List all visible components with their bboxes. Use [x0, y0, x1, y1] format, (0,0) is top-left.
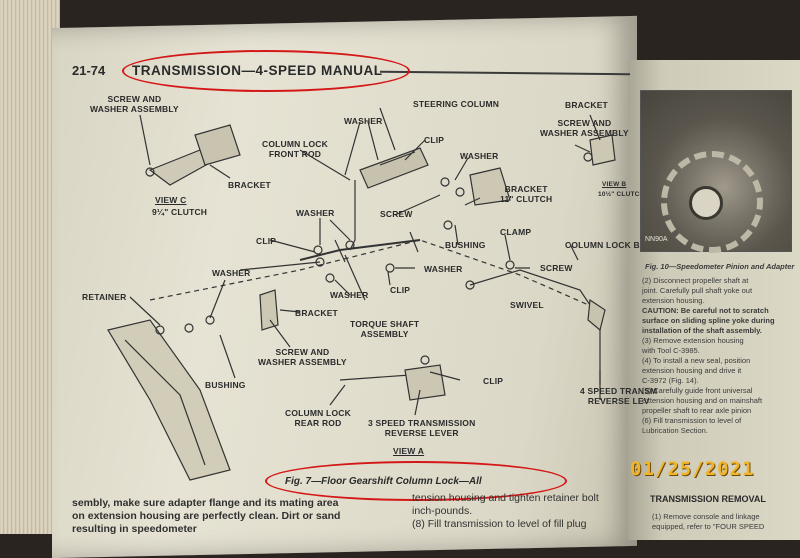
- photo-date-stamp: 01/25/2021: [630, 458, 755, 480]
- label-clip-low: CLIP: [390, 285, 411, 295]
- right-line: joint. Carefully pull shaft yoke out: [642, 286, 753, 295]
- label-view-b-sub: 10½" CLUTCH: [598, 191, 645, 198]
- title-highlight-oval: [122, 50, 410, 92]
- page-number: 21-74: [72, 63, 106, 78]
- label-three-speed-lever: 3 SPEED TRANSMISSION REVERSE LEVER: [368, 418, 476, 438]
- label-clip-mid: CLIP: [256, 236, 277, 246]
- caption-highlight-oval: [265, 461, 567, 501]
- label-screw-washer-right: SCREW AND WASHER ASSEMBLY: [540, 118, 629, 138]
- label-screw-washer-assembly-top: SCREW AND WASHER ASSEMBLY: [90, 94, 179, 114]
- label-bracket-right: BRACKET: [565, 100, 608, 110]
- right-line: extension housing and on mainshaft: [642, 396, 763, 405]
- right-line: CAUTION: Be careful not to scratch: [642, 306, 769, 315]
- label-retainer: RETAINER: [82, 292, 127, 302]
- body-text-col2-line2: inch-pounds.: [412, 505, 473, 517]
- label-washer-top: WASHER: [344, 116, 383, 126]
- label-washer-right-top: WASHER: [460, 151, 499, 161]
- speedometer-hub: [689, 186, 723, 220]
- label-washer-left: WASHER: [212, 268, 251, 278]
- speedometer-gear: [661, 151, 763, 253]
- label-screw-washer-assembly-low: SCREW AND WASHER ASSEMBLY: [258, 347, 347, 367]
- label-washer-low: WASHER: [330, 290, 369, 300]
- label-column-lock-front-rod: COLUMN LOCK FRONT ROD: [262, 139, 328, 159]
- removal-line-2: equipped, refer to "FOUR SPEED: [652, 522, 765, 531]
- label-screw-mid: SCREW: [380, 209, 413, 219]
- body-text-col2-line3: (8) Fill transmission to level of fill p…: [412, 518, 587, 530]
- removal-heading: TRANSMISSION REMOVAL: [650, 494, 766, 504]
- body-text-col2-line1: tension housing and tighten retainer bol…: [412, 492, 599, 504]
- photo-label: NN90A: [645, 236, 668, 243]
- label-view-b: VIEW B: [602, 181, 627, 188]
- label-steering-column: STEERING COLUMN: [413, 99, 500, 109]
- removal-line-1: (1) Remove console and linkage: [652, 512, 760, 521]
- gearshift-diagram: [107, 107, 616, 481]
- right-line: (4) To install a new seal, position: [642, 356, 751, 365]
- label-column-lock-bracket: COLUMN LOCK BRA: [565, 240, 653, 250]
- label-bushing-low: BUSHING: [205, 380, 246, 390]
- label-bushing-mid: BUSHING: [445, 240, 486, 250]
- label-washer-center: WASHER: [424, 264, 463, 274]
- right-line: (3) Remove extension housing: [642, 336, 744, 345]
- right-line: Lubrication Section.: [642, 426, 708, 435]
- label-clamp: CLAMP: [500, 227, 532, 237]
- label-view-a: VIEW A: [393, 446, 425, 456]
- label-view-c: VIEW C: [155, 195, 187, 205]
- label-swivel: SWIVEL: [510, 300, 544, 310]
- right-line: with Tool C-3985.: [642, 346, 700, 355]
- right-page-lines: (2) Disconnect propeller shaft at joint.…: [642, 276, 800, 436]
- label-clip-top: CLIP: [424, 135, 445, 145]
- right-line: propeller shaft to rear axle pinion: [642, 406, 752, 415]
- label-clip-bottom: CLIP: [483, 376, 504, 386]
- right-line: installation of the shaft assembly.: [642, 326, 762, 335]
- speedometer-photo: NN90A: [640, 90, 792, 253]
- right-line: surface on sliding spline yoke during: [642, 316, 775, 325]
- fig10-caption: Fig. 10—Speedometer Pinion and Adapter: [645, 262, 795, 271]
- right-line: extension housing and drive it: [642, 366, 742, 375]
- right-line: (6) Fill transmission to level of: [642, 416, 742, 425]
- body-text-col1-line1: sembly, make sure adapter flange and its…: [72, 497, 339, 509]
- label-four-speed-lever: 4 SPEED TRANSM REVERSE LEV: [580, 386, 658, 406]
- label-column-lock-rear-rod: COLUMN LOCK REAR ROD: [285, 408, 351, 428]
- right-line: (5) Carefully guide front universal: [642, 386, 753, 395]
- label-washer-mid: WASHER: [296, 208, 335, 218]
- body-text-col1-line2: on extension housing are perfectly clean…: [72, 510, 341, 522]
- label-bracket-11: BRACKET 11" CLUTCH: [500, 184, 553, 204]
- right-line: C-3972 (Fig. 14).: [642, 376, 699, 385]
- label-bracket-low: BRACKET: [295, 308, 338, 318]
- body-text-col1-line3: resulting in speedometer: [72, 523, 197, 535]
- label-torque-shaft: TORQUE SHAFT ASSEMBLY: [350, 319, 420, 339]
- label-bracket-c: BRACKET: [228, 180, 271, 190]
- right-line: extension housing.: [642, 296, 705, 305]
- label-screw-right: SCREW: [540, 263, 573, 273]
- right-line: (2) Disconnect propeller shaft at: [642, 276, 749, 285]
- label-view-c-sub: 9¼" CLUTCH: [152, 207, 208, 217]
- book-page-edges: [0, 0, 60, 534]
